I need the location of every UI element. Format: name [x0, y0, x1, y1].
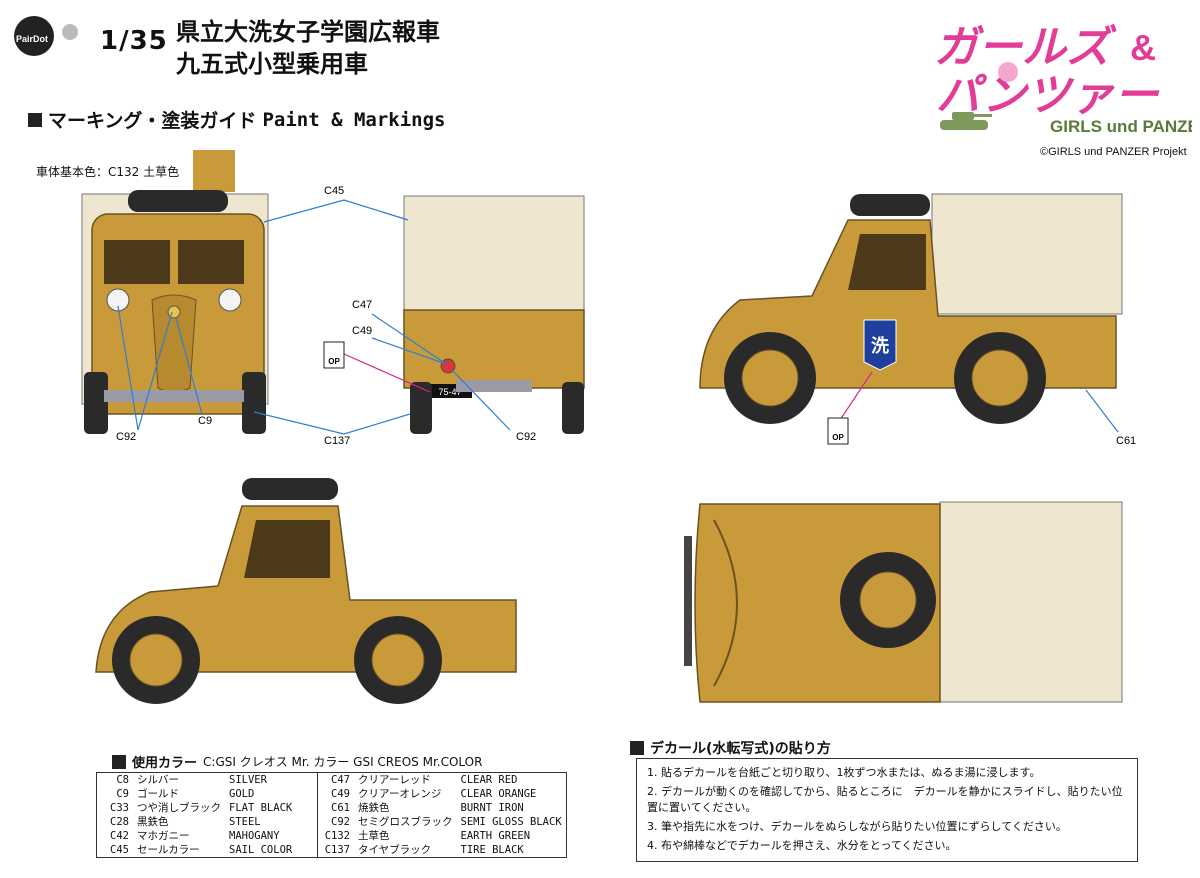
pairdot-logo: PairDot	[14, 16, 78, 56]
callout-c61: C61	[1116, 435, 1136, 447]
rear-view: 75-47	[403, 195, 585, 434]
base-color-label: 車体基本色：C132 土草色	[36, 164, 180, 179]
copyright: ©GIRLS und PANZER Projekt	[1040, 146, 1187, 158]
square-bullet-icon	[28, 112, 42, 127]
tank-silhouette-icon	[940, 112, 992, 130]
section-title: マーキング・塗装ガイド Paint & Markings	[28, 106, 445, 133]
callout-c9: C9	[198, 415, 212, 427]
top-view	[684, 501, 1123, 703]
table-row: C45 セールカラー SAIL COLOR C137 タイヤブラック TIRE …	[110, 843, 524, 858]
leader-lines-pink	[343, 353, 873, 421]
logo-en: GIRLS und PANZER	[1050, 117, 1192, 136]
emblem-text: 洗	[871, 335, 889, 356]
logo-jp-line2: パンツァー	[936, 71, 1160, 120]
side-view-left	[95, 478, 517, 704]
girls-und-panzer-logo: ガールズ & パンツァー GIRLS und PANZER	[934, 23, 1192, 136]
section-title-en: Paint & Markings	[262, 108, 446, 131]
decal-step-4: 4. 布や綿棒などでデカールを押さえ、水分をとってください。	[647, 839, 957, 852]
table-row: C28 黒鉄色 STEEL C92 セミグロスブラック SEMI GLOSS B…	[110, 815, 562, 829]
decal-step-1: 1. 貼るデカールを台紙ごと切り取り、1枚ずつ水または、ぬるま湯に浸します。	[647, 766, 1041, 779]
op-badge-1: OP	[323, 341, 345, 369]
title-line-1: 県立大洗女子学園広報車	[176, 18, 440, 46]
op-label-2: OP	[832, 433, 844, 442]
table-row: C42 マホガニー MAHOGANY C132 土草色 EARTH GREEN	[110, 829, 531, 843]
paint-table: C8 シルバー SILVER C47 クリアーレッド CLEAR RED C9 …	[96, 772, 567, 858]
callout-c92-right: C92	[516, 431, 536, 443]
table-row: C9 ゴールド GOLD C49 クリアーオレンジ CLEAR ORANGE	[116, 787, 537, 801]
brand-text: PairDot	[16, 34, 48, 44]
leader-lines	[117, 199, 1119, 435]
square-bullet-icon	[112, 754, 126, 769]
callout-c137: C137	[324, 435, 350, 447]
callout-c47: C47	[352, 299, 372, 311]
sakura-icon	[998, 62, 1018, 82]
scale-label: 1/35	[100, 26, 168, 56]
square-bullet-icon	[630, 741, 644, 755]
paint-title: 使用カラー	[132, 756, 198, 771]
table-row: C33 つや消しブラック FLAT BLACK C61 焼鉄色 BURNT IR…	[110, 801, 524, 815]
op-label-1: OP	[328, 357, 340, 366]
decal-section-title: デカール(水転写式)の貼り方	[630, 738, 831, 758]
base-color-swatch	[193, 150, 236, 192]
paint-subtitle: C:GSI クレオス Mr. カラー GSI CREOS Mr.COLOR	[203, 755, 483, 769]
section-title-jp: マーキング・塗装ガイド	[48, 110, 257, 132]
callout-c49: C49	[352, 325, 372, 337]
callout-c45: C45	[324, 185, 344, 197]
op-badge-2: OP	[827, 417, 849, 445]
side-view-right: 洗	[699, 193, 1123, 424]
license-plate: 75-47	[438, 387, 461, 397]
title-line-2: 九五式小型乗用車	[176, 50, 368, 78]
callout-c92-left: C92	[116, 431, 136, 443]
decal-instructions: 1. 貼るデカールを台紙ごと切り取り、1枚ずつ水または、ぬるま湯に浸します。 2…	[636, 758, 1138, 862]
logo-amp: &	[1130, 27, 1156, 68]
table-row: C8 シルバー SILVER C47 クリアーレッド CLEAR RED	[116, 772, 518, 787]
front-view	[81, 190, 269, 434]
paint-section-title: 使用カラー C:GSI クレオス Mr. カラー GSI CREOS Mr.CO…	[112, 752, 482, 771]
decal-step-2: 2. デカールが動くのを確認してから、貼るところに デカールを静かにスライドし、…	[647, 785, 1123, 814]
base-color: 車体基本色：C132 土草色	[36, 150, 236, 192]
logo-jp-line1: ガールズ	[934, 23, 1117, 72]
decal-step-3: 3. 筆や指先に水をつけ、デカールをぬらしながら貼りたい位置にずらしてください。	[647, 820, 1067, 833]
decal-title: デカール(水転写式)の貼り方	[650, 741, 831, 757]
